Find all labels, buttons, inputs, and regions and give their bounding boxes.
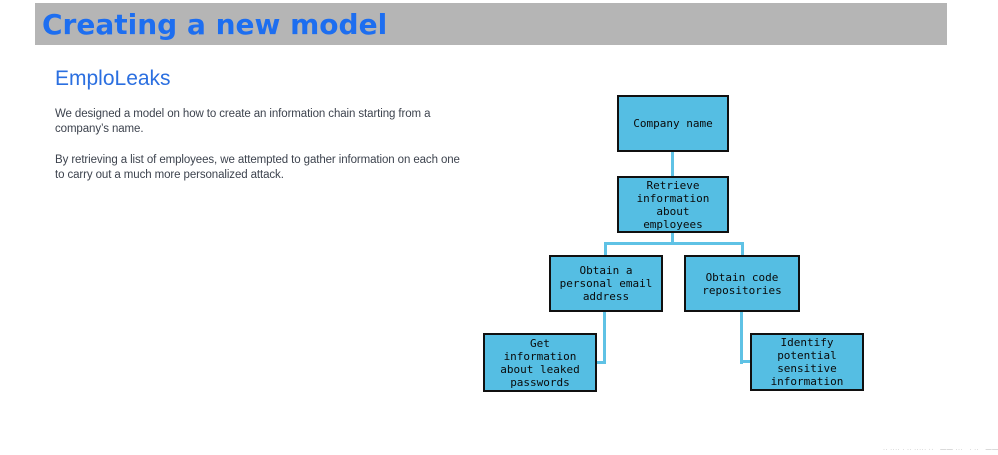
footer-fragment: ·· ···· · ·· ····· ·· —— ··· · ·· —— <box>883 447 998 453</box>
connector-branch-drop-left <box>604 242 607 256</box>
title-bar: Creating a new model <box>35 3 947 45</box>
connector-retrieve-stem <box>671 232 674 244</box>
connector-branch-drop-right <box>741 242 744 256</box>
connector-company-to-retrieve <box>671 151 674 177</box>
flow-node-leaked-passwords: Get information about leaked passwords <box>483 333 597 392</box>
flow-node-obtain-code-repos: Obtain code repositories <box>684 255 800 312</box>
connector-email-to-passwords-vert <box>603 311 606 364</box>
paragraph-employee-list: By retrieving a list of employees, we at… <box>55 154 460 181</box>
flow-node-company-name: Company name <box>617 95 729 152</box>
connector-email-to-passwords-horiz <box>595 361 606 364</box>
connector-repos-to-sensitive-horiz <box>740 360 752 363</box>
paragraph-model-chain: We designed a model on how to create an … <box>55 108 431 135</box>
content-area: EmploLeaks We designed a model on how to… <box>55 67 467 183</box>
section-heading: EmploLeaks <box>55 67 171 90</box>
flow-node-obtain-personal-email: Obtain a personal email address <box>549 255 663 312</box>
flow-node-retrieve-employee-info: Retrieve information about employees <box>617 176 729 233</box>
flow-node-identify-sensitive-info: Identify potential sensitive information <box>750 333 864 391</box>
connector-branch-horizontal <box>604 242 744 245</box>
slide-title: Creating a new model <box>42 7 388 41</box>
connector-repos-to-sensitive-vert <box>740 311 743 364</box>
